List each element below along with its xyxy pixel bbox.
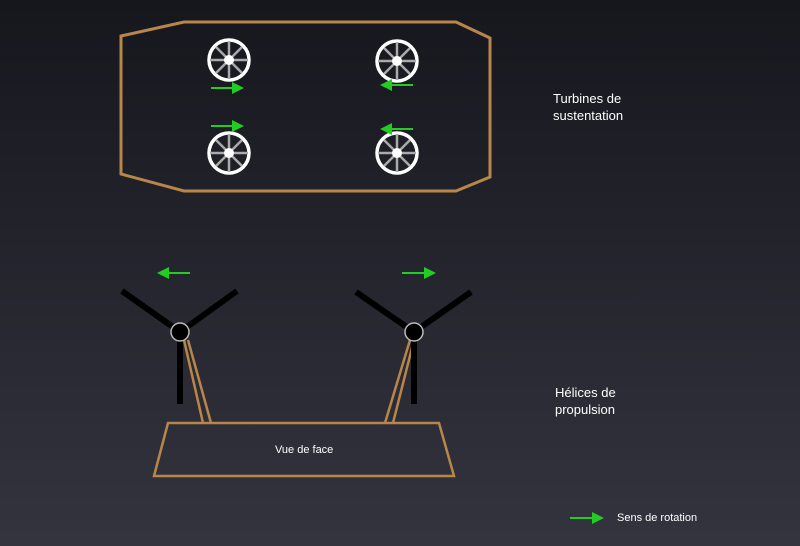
legend-label: Sens de rotation [617, 512, 698, 524]
hull-front-view [152, 421, 456, 478]
front-view-label: Vue de face [275, 444, 334, 456]
lift-turbine-icon [207, 131, 251, 175]
propeller-left-icon [120, 288, 239, 404]
lift-turbine-icon [375, 39, 419, 83]
label-line: Hélices de [555, 385, 616, 400]
label-line: Turbines de [553, 91, 622, 106]
propulsion-label: Hélices de propulsion [555, 384, 616, 418]
lift-turbine-icon [375, 131, 419, 175]
label-line: sustentation [553, 108, 624, 123]
hull-top-view [119, 20, 492, 193]
lift-turbines-label: Turbines de sustentation [553, 90, 623, 124]
lift-turbine-icon [207, 38, 251, 82]
propeller-right-icon [354, 289, 473, 404]
label-line: propulsion [555, 402, 615, 417]
